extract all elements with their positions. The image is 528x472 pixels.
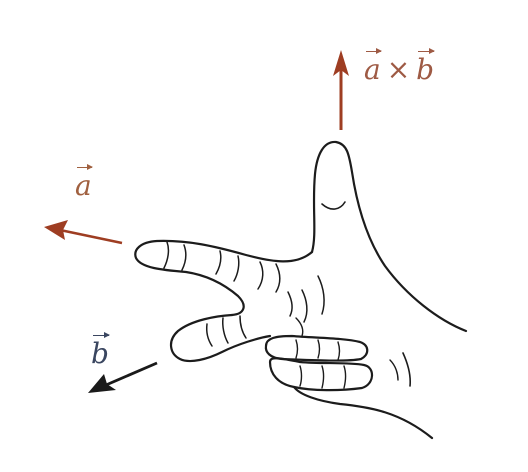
arrow-up-icon — [333, 50, 349, 130]
arrow-left-icon — [44, 220, 123, 245]
vector-b-text: b — [91, 332, 110, 370]
vector-b-label: b — [91, 332, 110, 370]
vector-a-label: a — [75, 164, 93, 202]
right-hand-icon — [134, 140, 468, 440]
cross-right-operand: b — [416, 48, 436, 86]
vector-a-text: a — [75, 164, 93, 202]
cross-product-label: a×b — [364, 48, 436, 86]
cross-left-operand: a — [364, 48, 382, 86]
arrow-down-left-icon — [88, 361, 158, 393]
cross-operator: × — [386, 53, 411, 86]
